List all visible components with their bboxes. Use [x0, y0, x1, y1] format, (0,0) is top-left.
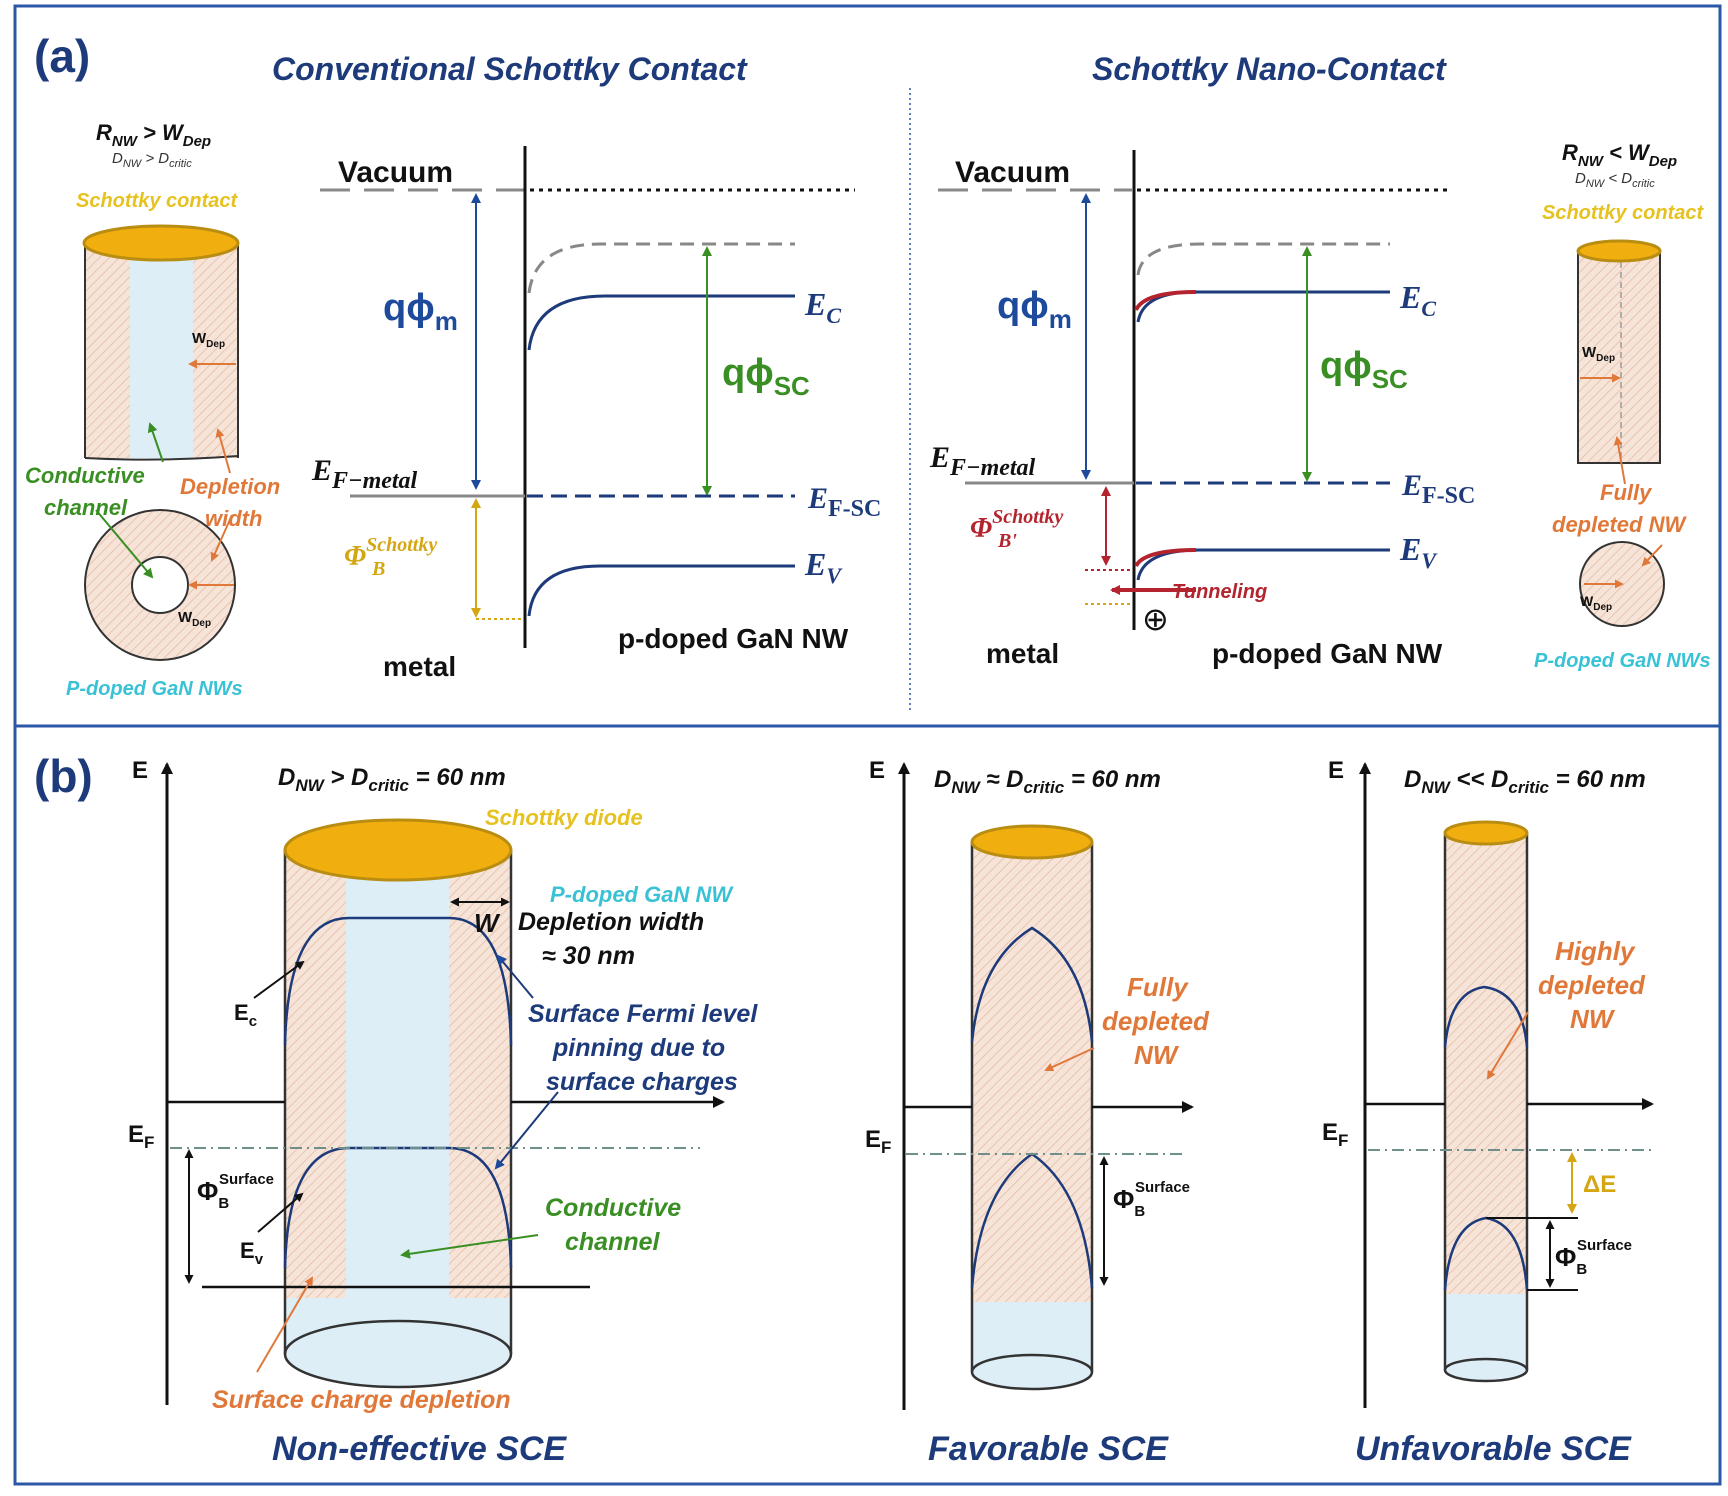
left-inset-condition-small: DNW > Dcritic [112, 150, 192, 170]
case1-axis: E [132, 757, 148, 784]
right-metal-label: metal [986, 638, 1059, 669]
case1-ec: Ec [234, 1000, 257, 1030]
case3-cap [1443, 820, 1529, 846]
case2-axis: E [869, 757, 885, 784]
case2-cap [970, 824, 1094, 860]
left-phi-m: qϕm [383, 287, 458, 336]
left-band-diagram: Vacuum qϕm EC qϕSC EF−metal EF-SC EV ΦSc… [311, 146, 881, 682]
right-ec-red [1134, 290, 1197, 312]
panel-a-label: (a) [34, 30, 90, 82]
right-inset-condition-small: DNW < Dcritic [1575, 170, 1655, 190]
left-efsc-label: EF-SC [807, 482, 881, 522]
case2-ec-band [970, 926, 1094, 1043]
case2-condition: DNW ≈ Dcritic = 60 nm [934, 766, 1161, 797]
left-inset: RNW > WDep DNW > Dcritic Schottky contac… [25, 120, 280, 700]
left-inset-condition: RNW > WDep [96, 120, 211, 150]
left-metal-label: metal [383, 651, 456, 682]
right-vacuum: Vacuum [955, 156, 1070, 189]
case2-nw-hatch [972, 842, 1092, 1302]
frame-outer [13, 4, 1722, 1486]
case1-w: W [474, 908, 501, 938]
right-inset-schottky-contact: Schottky contact [1542, 202, 1704, 224]
case1-ef: EF [128, 1121, 154, 1152]
case3-de: ΔE [1583, 1171, 1616, 1198]
hole-icon: ⊕ [1142, 600, 1169, 638]
case3: E DNW << Dcritic = 60 nm EF ΔE ΦBSurface… [1322, 757, 1654, 1468]
right-phi-sc: qϕSC [1320, 345, 1408, 394]
right-nw-label: P-doped GaN NWs [1534, 650, 1711, 672]
case1-ev: Ev [240, 1238, 264, 1268]
case1-caption: Non-effective SCE [272, 1430, 567, 1468]
right-cross-wdep: WDep [1580, 593, 1612, 613]
left-nw-label: P-doped GaN NWs [66, 678, 243, 700]
right-sc-label: p-doped GaN NW [1212, 638, 1443, 669]
case1-ev-band [283, 1146, 513, 1269]
right-band-diagram: Vacuum qϕm EC qϕSC EF−metal EF-SC EV ΦSc… [929, 150, 1475, 669]
right-nw-body [1577, 252, 1661, 464]
left-sc-label: p-doped GaN NW [618, 623, 849, 654]
panel-a-left-title: Conventional Schottky Contact [272, 51, 748, 87]
case1-condition: DNW > Dcritic = 60 nm [278, 764, 506, 795]
case3-caption: Unfavorable SCE [1355, 1430, 1632, 1468]
left-inset-schottky-contact: Schottky contact [76, 190, 238, 212]
case1-surface-dep: Surface charge depletion [212, 1386, 511, 1414]
right-wdep-label: WDep [1582, 344, 1615, 364]
case1-cap [283, 818, 513, 882]
right-ec-curve [1136, 290, 1390, 323]
right-phi-m: qϕm [997, 285, 1072, 334]
right-ef-metal: EF−metal [929, 441, 1036, 481]
case2-phib: ΦBSurface [1113, 1179, 1190, 1220]
case1-ec-band [283, 916, 513, 1046]
left-vacuum: Vacuum [338, 156, 453, 189]
case3-ec-band [1443, 985, 1529, 1048]
right-tunneling: Tunneling [1172, 581, 1267, 603]
case1-nw-channel [346, 850, 449, 1354]
left-ef-metal: EF−metal [311, 454, 418, 494]
left-ev-curve [527, 564, 795, 617]
right-ev-curve [1136, 548, 1390, 581]
right-inset: RNW < WDep DNW < Dcritic Schottky contac… [1534, 140, 1711, 672]
left-schottky-cap [82, 224, 240, 262]
right-ev-red [1134, 548, 1197, 568]
left-nw-channel [130, 243, 193, 458]
case1-nw-label: P-doped GaN NW [550, 882, 734, 907]
right-schottky-cap [1576, 239, 1662, 263]
case1-depletion: Depletion width≈ 30 nm [518, 908, 704, 970]
case1: E DNW > Dcritic = 60 nm Schottky diode E… [128, 757, 758, 1468]
case1-phib: ΦBSurface [197, 1171, 274, 1212]
right-ev-label: EV [1399, 531, 1438, 573]
case2-ef: EF [865, 1126, 891, 1157]
case1-diode: Schottky diode [485, 805, 643, 830]
case2-caption: Favorable SCE [928, 1430, 1169, 1468]
case3-ef: EF [1322, 1119, 1348, 1150]
case3-nw-hatch [1445, 834, 1527, 1304]
case2: E DNW ≈ Dcritic = 60 nm EF ΦBSurface Ful… [865, 757, 1210, 1468]
left-cross-wdep: WDep [178, 609, 211, 629]
case3-axis: E [1328, 757, 1344, 784]
right-ec-label: EC [1399, 279, 1436, 321]
case3-phib: ΦBSurface [1555, 1237, 1632, 1278]
left-ec-label: EC [804, 286, 841, 328]
left-ec-curve [527, 294, 795, 351]
left-wdep-label: WDep [192, 330, 225, 350]
left-ev-label: EV [804, 546, 843, 588]
panel-b-label: (b) [34, 750, 93, 802]
right-inset-condition: RNW < WDep [1562, 140, 1677, 170]
case3-condition: DNW << Dcritic = 60 nm [1404, 766, 1646, 797]
panel-a-right-title: Schottky Nano-Contact [1092, 51, 1447, 87]
left-phi-sc: qϕSC [722, 352, 810, 401]
right-efsc-label: EF-SC [1401, 469, 1475, 509]
